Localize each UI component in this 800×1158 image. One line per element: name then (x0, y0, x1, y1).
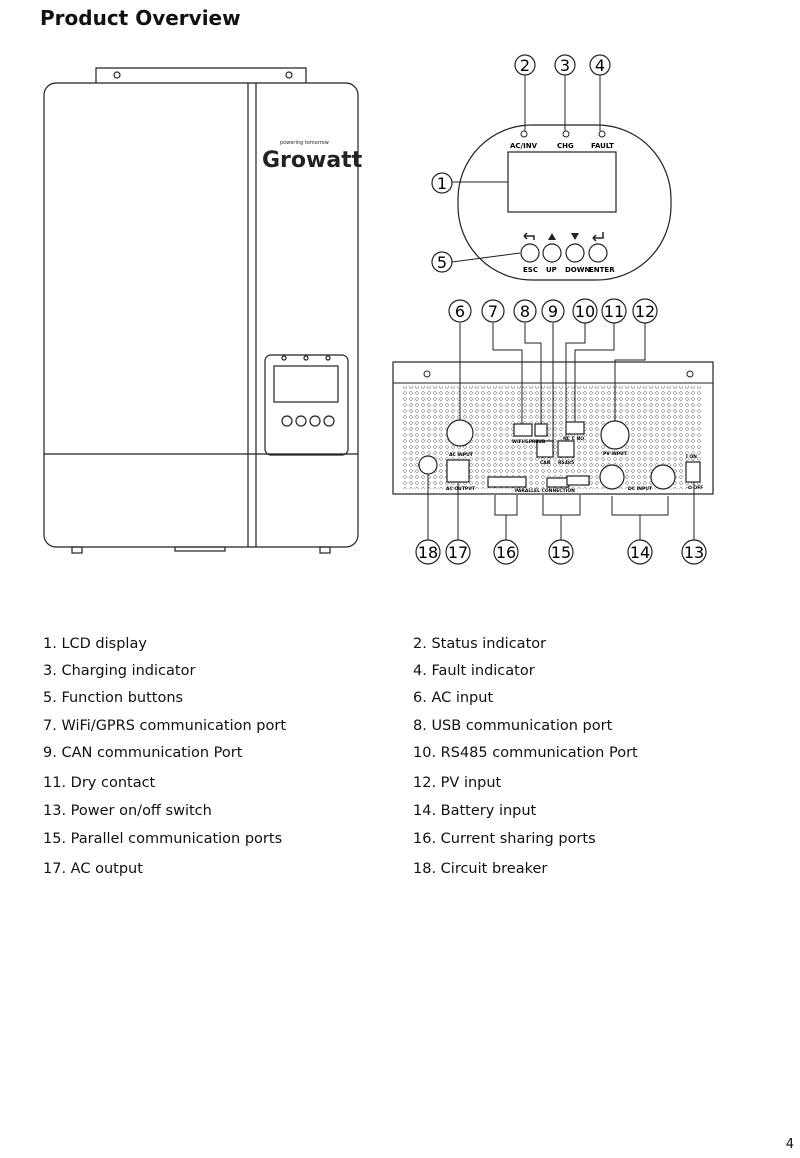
callout-12: 12 (635, 302, 655, 321)
legend-item-11: 11. Dry contact (43, 775, 156, 791)
led-label-chg: CHG (557, 142, 574, 150)
label-can: CAN (540, 460, 551, 466)
enter-button (588, 243, 608, 263)
page-number: 4 (785, 1137, 794, 1152)
callout-16: 16 (496, 543, 516, 562)
label-dry-contact: NC C NO (563, 436, 584, 442)
label-rs485: RS485 (558, 460, 574, 466)
label-usb: USB (535, 439, 546, 445)
label-pv-input: PV INPUT (603, 451, 628, 457)
inverter-front-view (43, 67, 359, 554)
legend-item-10: 10. RS485 communication Port (413, 745, 638, 761)
lcd-screen (507, 151, 617, 213)
label-parallel-connection: PARALLEL CONNECTION (515, 488, 575, 494)
callout-11: 11 (604, 302, 624, 321)
legend-item-13: 13. Power on/off switch (43, 803, 212, 819)
callout-2: 2 (520, 56, 530, 75)
callout-9: 9 (548, 302, 558, 321)
page-title: Product Overview (40, 6, 241, 30)
up-triangle-icon (548, 233, 556, 240)
callout-5: 5 (437, 253, 447, 272)
legend-item-16: 16. Current sharing ports (413, 831, 596, 847)
label-switch-on: I ON (686, 454, 697, 460)
legend-item-9: 9. CAN communication Port (43, 745, 243, 761)
button-label-up: UP (546, 266, 557, 274)
callout-1: 1 (437, 174, 447, 193)
callout-markers (415, 54, 707, 565)
callout-15: 15 (551, 543, 571, 562)
legend-item-2: 2. Status indicator (413, 636, 547, 652)
up-button (542, 243, 562, 263)
esc-arrow-icon (523, 232, 535, 240)
legend-item-1: 1. LCD display (43, 636, 147, 652)
callout-3: 3 (560, 56, 570, 75)
label-switch-off: O OFF (688, 485, 703, 491)
callout-18: 18 (418, 543, 438, 562)
label-ac-output: AC OUTPUT (446, 486, 476, 492)
legend-item-4: 4. Fault indicator (413, 663, 535, 679)
button-label-down: DOWN (565, 266, 590, 274)
label-dc-input: DC INPUT (628, 486, 653, 492)
label-ac-input: AC INPUT (449, 452, 474, 458)
product-diagram: Growatt powering tomorrow AC/INV CHG FAU… (43, 54, 714, 565)
callout-10: 10 (575, 302, 595, 321)
legend-item-14: 14. Battery input (413, 803, 537, 819)
led-label-fault: FAULT (591, 142, 614, 150)
callout-6: 6 (455, 302, 465, 321)
esc-button (520, 243, 540, 263)
legend-item-3: 3. Charging indicator (43, 663, 196, 679)
control-panel-detail: AC/INV CHG FAULT ESC UP DOWN ENTER (457, 124, 672, 281)
legend-item-7: 7. WiFi/GPRS communication port (43, 718, 287, 734)
legend-item-17: 17. AC output (43, 861, 143, 877)
label-wifi-gprs: WIFI/GPRS (512, 439, 539, 445)
button-label-esc: ESC (523, 266, 538, 274)
enter-arrow-icon (592, 232, 604, 242)
callout-7: 7 (488, 302, 498, 321)
down-button (565, 243, 585, 263)
callout-13: 13 (684, 543, 704, 562)
brand-tagline: powering tomorrow (280, 140, 329, 146)
led-label-ac-inv: AC/INV (510, 142, 538, 150)
callout-4: 4 (595, 56, 605, 75)
legend-item-8: 8. USB communication port (413, 718, 613, 734)
button-label-enter: ENTER (589, 266, 615, 274)
legend-item-6: 6. AC input (413, 690, 494, 706)
legend-item-15: 15. Parallel communication ports (43, 831, 283, 847)
callout-17: 17 (448, 543, 468, 562)
down-triangle-icon (571, 233, 579, 240)
legend-item-5: 5. Function buttons (43, 690, 184, 706)
callout-14: 14 (630, 543, 650, 562)
brand-logo: Growatt (262, 148, 363, 173)
legend-item-18: 18. Circuit breaker (413, 861, 548, 877)
legend-item-12: 12. PV input (413, 775, 502, 791)
callout-8: 8 (520, 302, 530, 321)
